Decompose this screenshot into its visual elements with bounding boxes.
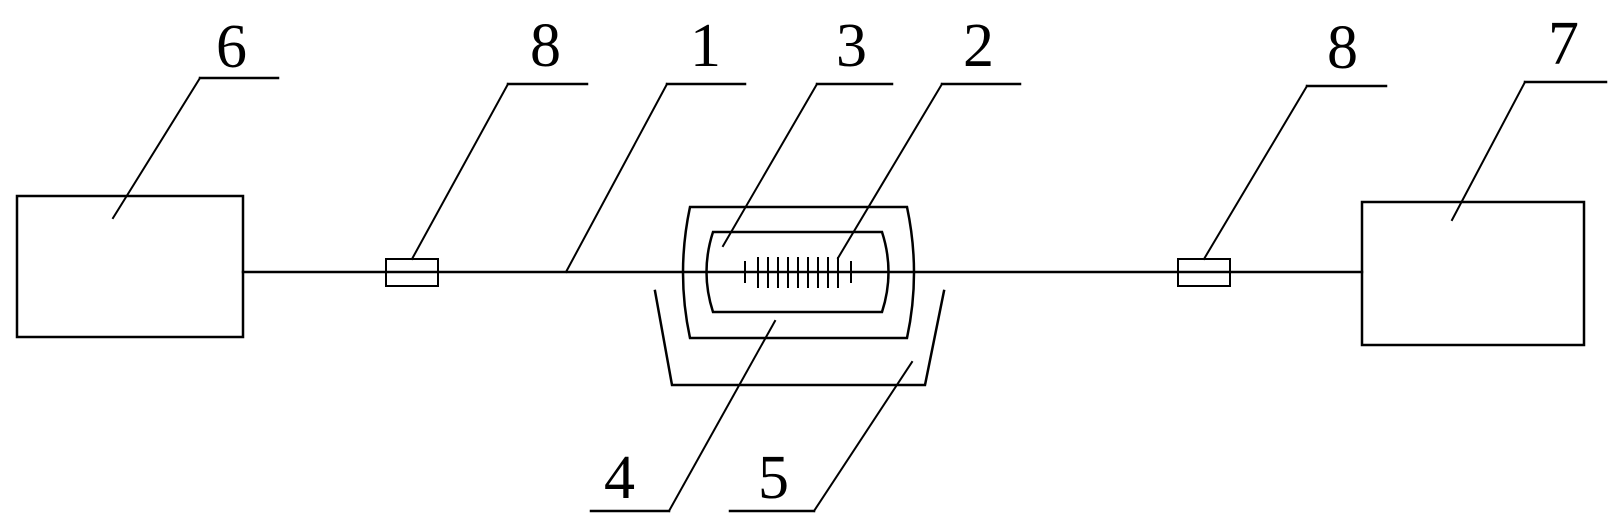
- outer-housing: [681, 205, 916, 340]
- label-3: 3: [836, 12, 867, 80]
- base-bracket: [653, 289, 946, 387]
- leader-8-left: [410, 82, 589, 261]
- leader-7: [1450, 80, 1608, 222]
- leader-4-line: [667, 319, 777, 513]
- leader-5-line: [812, 360, 914, 513]
- leader-7-line: [1450, 80, 1527, 222]
- leader-2-line: [836, 82, 944, 260]
- label-7: 7: [1548, 10, 1579, 78]
- right-device-box: [1360, 200, 1586, 347]
- leader-6-line: [111, 76, 202, 220]
- leader-3: [721, 82, 894, 248]
- inner-capsule: [705, 230, 890, 314]
- label-1: 1: [690, 12, 721, 80]
- leader-3-line: [721, 82, 819, 248]
- leader-8-right: [1202, 84, 1388, 261]
- label-8-left: 8: [530, 12, 561, 80]
- label-2: 2: [963, 12, 994, 80]
- left-device-box: [15, 194, 245, 339]
- leader-8-right-line: [1202, 84, 1309, 261]
- label-4: 4: [604, 444, 635, 512]
- leader-1: [564, 82, 747, 274]
- leader-2: [836, 82, 1022, 260]
- label-8-right: 8: [1327, 14, 1358, 82]
- leader-5: [728, 360, 914, 513]
- leader-1-line: [564, 82, 669, 274]
- fiber-grating: [744, 257, 852, 288]
- leader-6: [111, 76, 280, 220]
- label-6: 6: [216, 13, 247, 81]
- label-5: 5: [758, 444, 789, 512]
- leader-4: [589, 319, 777, 513]
- leader-8-left-line: [410, 82, 510, 261]
